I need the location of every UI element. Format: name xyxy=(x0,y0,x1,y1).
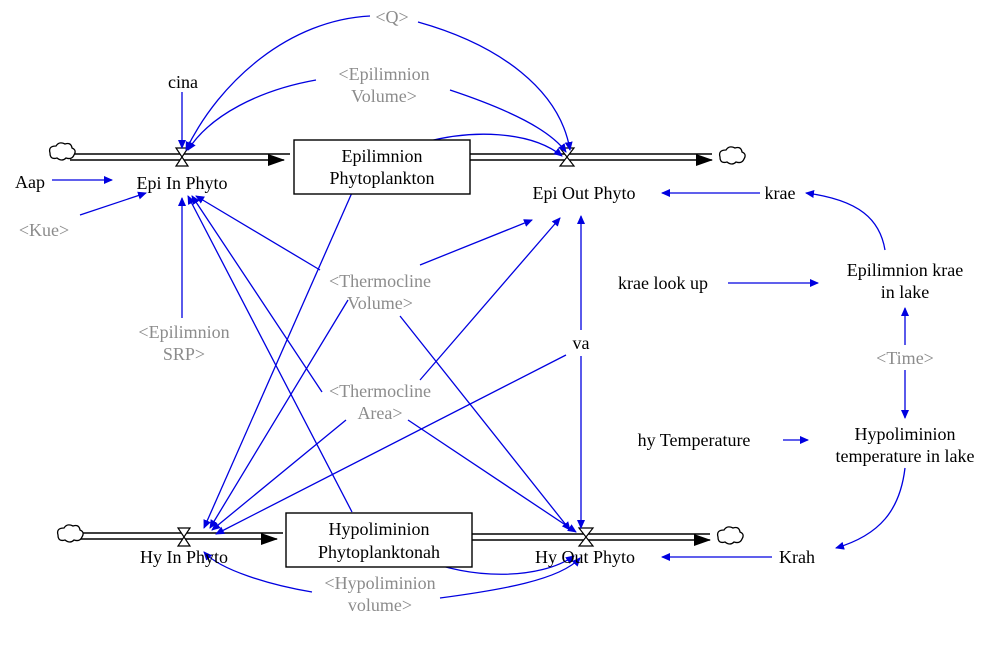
var-krae: krae xyxy=(765,183,796,203)
var-hypo-temp-line2: temperature in lake xyxy=(836,446,975,466)
sink-cloud-epi xyxy=(718,146,746,165)
var-epilimnion-krae-line1: Epilimnion krae xyxy=(847,260,963,280)
shadow-thermocline-area-line2: Area> xyxy=(357,403,402,423)
hy-outflow-pipe xyxy=(472,533,711,546)
flow-hy-in-phyto: Hy In Phyto xyxy=(140,547,228,567)
var-hy-temperature: hy Temperature xyxy=(638,430,751,450)
shadow-epilimnion-srp-line1: <Epilimnion xyxy=(138,322,229,342)
epi-outflow-pipe xyxy=(470,153,713,166)
source-cloud-hy xyxy=(56,524,84,543)
shadow-epilimnion-volume-line2: Volume> xyxy=(351,86,417,106)
var-va: va xyxy=(573,333,590,353)
stock-epilimnion-phytoplankton: Epilimnion Phytoplankton xyxy=(293,139,471,195)
causal-links xyxy=(52,15,909,599)
var-krah: Krah xyxy=(779,547,815,567)
shadow-epilimnion-volume-line1: <Epilimnion xyxy=(338,64,429,84)
shadow-time: <Time> xyxy=(876,348,934,368)
source-cloud-epi xyxy=(48,142,76,161)
shadow-thermocline-volume-line1: <Thermocline xyxy=(329,271,431,291)
stock-hypoliminion-phytoplankton: Hypoliminion Phytoplanktonah xyxy=(285,512,473,568)
hy-inflow-pipe xyxy=(78,532,283,545)
shadow-thermocline-volume-line2: Volume> xyxy=(347,293,413,313)
stock-label-line1: Hypoliminion xyxy=(328,519,429,539)
hy-out-valve-icon xyxy=(577,527,595,547)
shadow-epilimnion-srp-line2: SRP> xyxy=(163,344,205,364)
epi-out-valve-icon xyxy=(558,147,576,167)
sink-cloud-hy xyxy=(716,526,744,545)
var-epilimnion-krae-line2: in lake xyxy=(881,282,929,302)
stock-label-line2: Phytoplanktonah xyxy=(318,542,440,562)
var-krae-look-up: krae look up xyxy=(618,273,708,293)
shadow-thermocline-area-line1: <Thermocline xyxy=(329,381,431,401)
shadow-kue: <Kue> xyxy=(19,220,69,240)
stock-label-line2: Phytoplankton xyxy=(329,168,434,188)
epi-in-valve-icon xyxy=(174,147,190,167)
var-aap: Aap xyxy=(15,172,45,192)
flow-hy-out-phyto: Hy Out Phyto xyxy=(535,547,635,567)
stock-label-line1: Epilimnion xyxy=(342,146,423,166)
flow-epi-in-phyto: Epi In Phyto xyxy=(136,173,227,193)
hy-in-valve-icon xyxy=(176,527,192,547)
flow-epi-out-phyto: Epi Out Phyto xyxy=(532,183,635,203)
shadow-q: <Q> xyxy=(375,7,408,27)
shadow-hypoliminion-volume-line2: volume> xyxy=(348,595,412,615)
shadow-hypoliminion-volume-line1: <Hypoliminion xyxy=(324,573,435,593)
var-cina: cina xyxy=(168,72,198,92)
var-hypo-temp-line1: Hypoliminion xyxy=(854,424,955,444)
